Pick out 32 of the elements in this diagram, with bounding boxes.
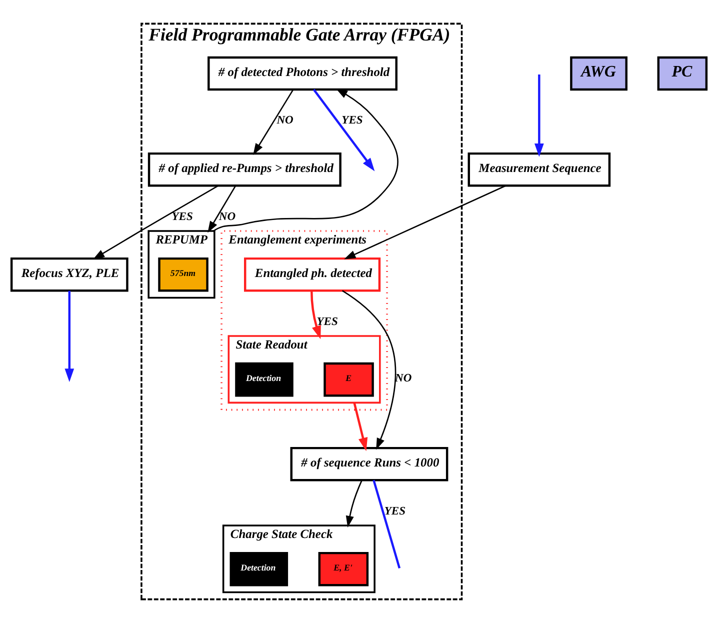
arrow [353,402,368,451]
arrow [342,290,396,450]
edge-label: YES [384,504,406,517]
node-box: # of sequence Runs < 1000 [290,446,448,481]
node-box: AWG [570,56,628,90]
node-box: 575nm [158,256,208,292]
node-box: Entangled ph. detected [244,256,381,292]
arrow [208,184,236,232]
arrow [310,290,321,339]
edge-label: NO [218,209,236,222]
node-box: # of applied re-Pumps > threshold [148,152,342,186]
edge-label: YES [172,209,193,222]
node-box: Detection [235,362,294,396]
arrow [253,88,294,154]
node-box: E, E' [318,551,369,586]
node-box: PC [657,56,708,90]
node-box: Detection [230,551,288,586]
arrow [346,479,362,527]
node-box: Refocus XYZ, PLE [10,256,128,292]
connector [372,479,401,568]
arrow [312,88,375,171]
node-box: Measurement Sequence [468,152,611,186]
arrow [213,88,398,232]
node-box: E [324,362,374,396]
edge-label: NO [276,113,294,126]
node-box: # of detected Photons > threshold [208,56,398,90]
arrow [534,74,544,156]
edge-label: YES [342,113,363,126]
arrow [344,184,506,259]
arrow [64,290,74,382]
arrow [92,184,218,259]
edge-label: YES [316,314,338,328]
